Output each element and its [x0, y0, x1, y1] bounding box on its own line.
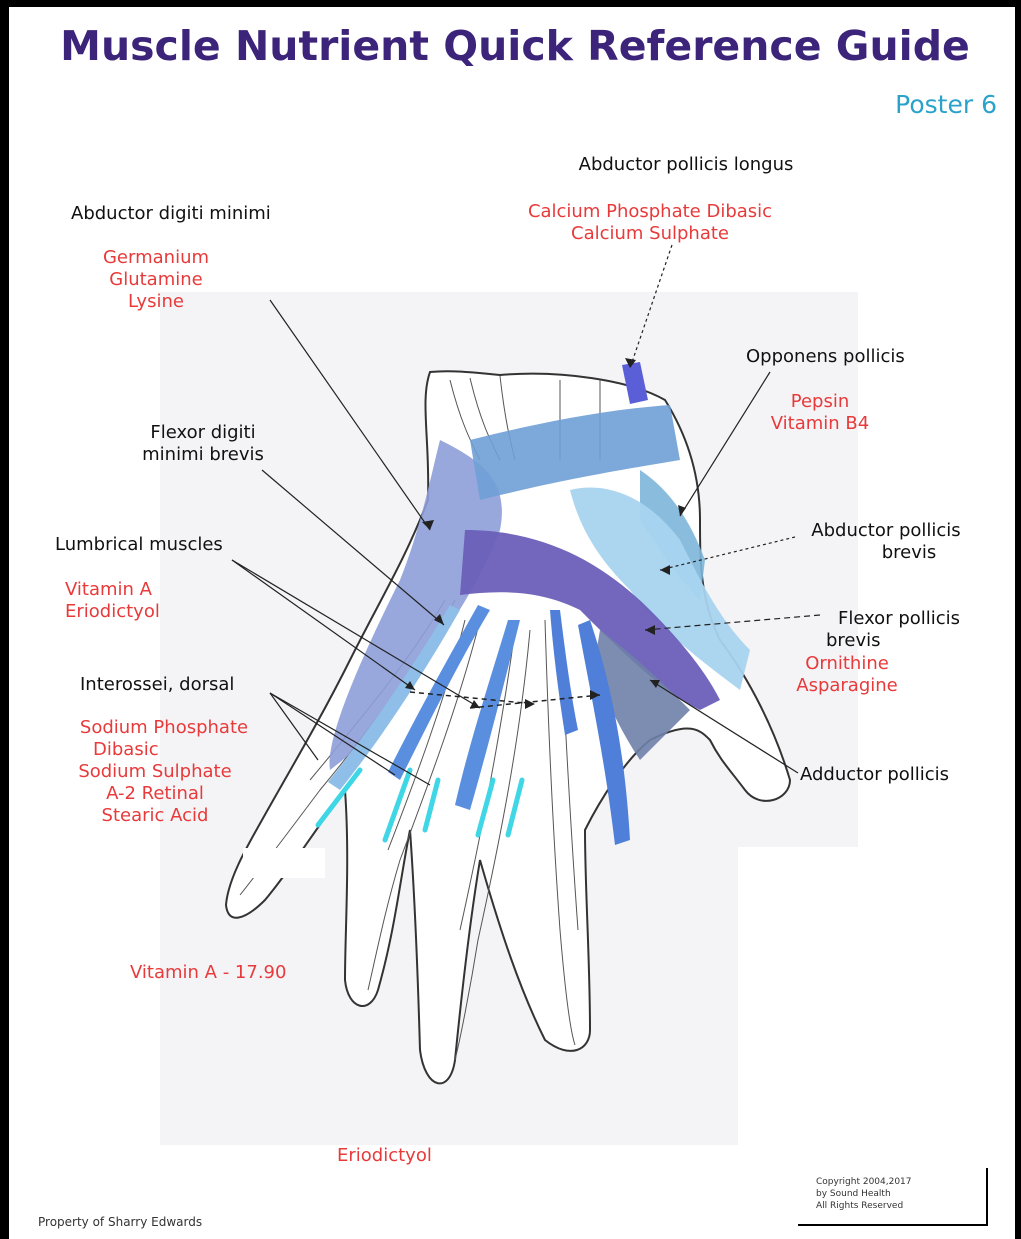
lumbrical-muscles-label: Lumbrical muscles	[55, 534, 223, 556]
owner-note: Property of Sharry Edwards	[38, 1215, 202, 1229]
nutrient-item: Sodium Phosphate	[30, 717, 280, 739]
nutrient-item: Calcium Sulphate	[480, 223, 820, 245]
nutrient-item: Eriodictyol	[65, 601, 160, 623]
nutrient-item: Calcium Phosphate Dibasic	[480, 201, 820, 223]
abductor-pollicis-longus-label: Abductor pollicis longus	[546, 154, 826, 176]
copyright-line: Copyright 2004,2017	[816, 1176, 986, 1188]
flexor-digiti-minimi-brevis-label: Flexor digiti minimi brevis	[118, 422, 288, 466]
label-mask	[243, 848, 325, 878]
nutrient-item: Lysine	[76, 291, 236, 313]
vitamin-a-note: Vitamin A - 17.90	[130, 962, 286, 984]
label-line: Flexor pollicis	[814, 608, 984, 630]
interossei-dorsal-nutrients: Sodium Phosphate Dibasic Sodium Sulphate…	[30, 717, 280, 827]
abductor-pollicis-longus-nutrients: Calcium Phosphate Dibasic Calcium Sulpha…	[480, 201, 820, 245]
opponens-pollicis-label: Opponens pollicis	[746, 346, 905, 368]
nutrient-item: Ornithine	[762, 653, 932, 675]
label-line: Flexor digiti	[118, 422, 288, 444]
nutrient-item: Vitamin B4	[730, 413, 910, 435]
lumbrical-muscles-nutrients: Vitamin A Eriodictyol	[65, 579, 160, 623]
abductor-pollicis-brevis-label: Abductor pollicis brevis	[786, 520, 986, 564]
nutrient-item: Stearic Acid	[30, 805, 280, 827]
nutrient-item: Pepsin	[730, 391, 910, 413]
nutrient-item: Sodium Sulphate	[30, 761, 280, 783]
nutrient-item: Germanium	[76, 247, 236, 269]
adductor-pollicis-label: Adductor pollicis	[800, 764, 949, 786]
label-line: brevis	[814, 630, 984, 652]
flexor-pollicis-brevis-nutrients: Ornithine Asparagine	[762, 653, 932, 697]
nutrient-item: Glutamine	[76, 269, 236, 291]
copyright-line: All Rights Reserved	[816, 1200, 986, 1212]
label-line: minimi brevis	[118, 444, 288, 466]
eriodictyol-note: Eriodictyol	[337, 1145, 432, 1167]
nutrient-item: Vitamin A	[65, 579, 160, 601]
interossei-dorsal-label: Interossei, dorsal	[80, 674, 234, 696]
copyright-box: Copyright 2004,2017 by Sound Health All …	[798, 1168, 988, 1226]
opponens-pollicis-nutrients: Pepsin Vitamin B4	[730, 391, 910, 435]
label-line: brevis	[786, 542, 986, 564]
nutrient-item: Dibasic	[30, 739, 280, 761]
flexor-pollicis-brevis-label: Flexor pollicis brevis	[814, 608, 984, 652]
abductor-digiti-minimi-label: Abductor digiti minimi	[71, 203, 271, 225]
label-line: Abductor pollicis	[786, 520, 986, 542]
abductor-digiti-minimi-nutrients: Germanium Glutamine Lysine	[76, 247, 236, 313]
nutrient-item: A-2 Retinal	[30, 783, 280, 805]
copyright-line: by Sound Health	[816, 1188, 986, 1200]
nutrient-item: Asparagine	[762, 675, 932, 697]
